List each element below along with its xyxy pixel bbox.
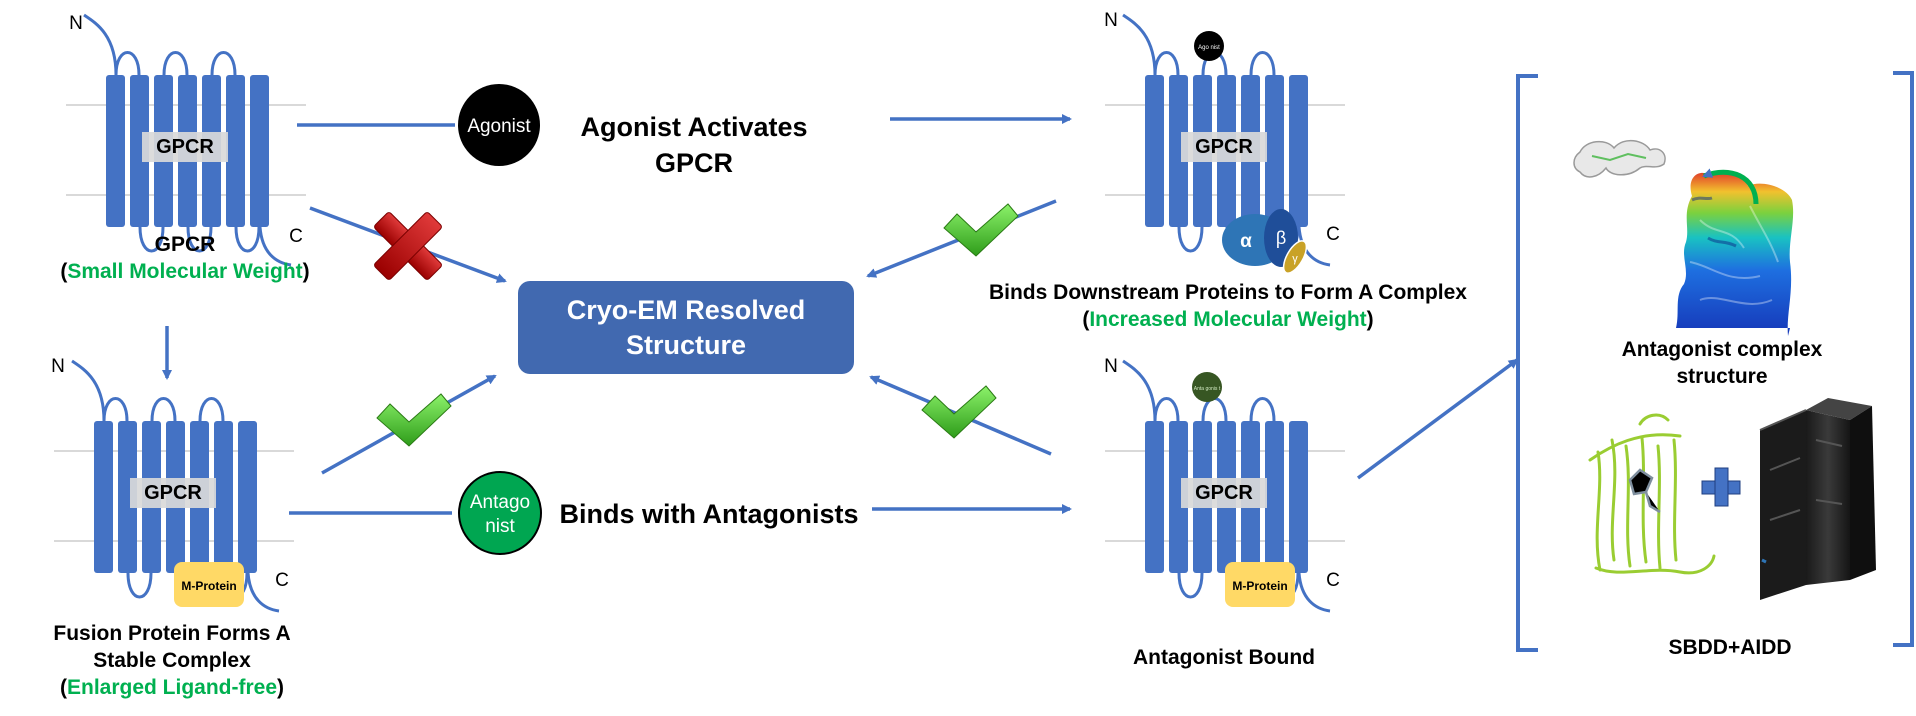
small-agonist-label: Ago nist xyxy=(1198,45,1220,51)
sbdd-aidd-caption: SBDD+AIDD xyxy=(1668,636,1791,659)
top-right-caption-line2: (Increased Molecular Weight) xyxy=(1082,308,1373,331)
antagonist-circle-label-line2: nist xyxy=(485,516,515,537)
right-bracket xyxy=(1893,71,1914,647)
agonist-step-label-line2: GPCR xyxy=(655,148,733,178)
small-antagonist-circle xyxy=(1192,372,1222,402)
cryo-em-box-line2: Structure xyxy=(626,330,746,360)
n-terminus-label: N xyxy=(69,13,83,34)
check-mark-icon xyxy=(943,203,1019,257)
curved-green-arrow xyxy=(1702,168,1759,205)
gpcr-label: GPCR xyxy=(156,136,214,158)
c-terminus-label: C xyxy=(289,226,303,247)
cryo-em-box-line1: Cryo-EM Resolved xyxy=(567,295,806,325)
structure-caption-line1: Antagonist complex xyxy=(1622,338,1823,361)
g-alpha-label: α xyxy=(1240,231,1252,252)
check-mark-icon xyxy=(376,393,452,447)
ligand-density-image xyxy=(1573,139,1666,178)
m-protein-label: M-Protein xyxy=(181,579,236,593)
antagonist-circle xyxy=(458,471,542,555)
bottom-right-caption: Antagonist Bound xyxy=(1133,646,1315,669)
supercomputer-image xyxy=(1759,398,1876,600)
top-right-caption: Binds Downstream Proteins to Form A Comp… xyxy=(989,281,1467,331)
m-protein-box xyxy=(1225,562,1295,607)
m-protein-box xyxy=(174,562,244,607)
g-beta-label: β xyxy=(1276,228,1286,248)
top-left-caption-subtitle: (Small Molecular Weight) xyxy=(60,260,309,283)
to-sbdd-arrow xyxy=(1356,358,1519,480)
structure-caption-line2: structure xyxy=(1676,365,1767,388)
bottom-left-caption-line2: Stable Complex xyxy=(93,649,251,672)
plus-icon xyxy=(1701,467,1741,507)
g-gamma-subunit xyxy=(1282,240,1308,274)
top-left-caption-title: GPCR xyxy=(155,233,216,256)
top-left-caption: GPCR (Small Molecular Weight) xyxy=(60,233,309,283)
top-right-caption-line1: Binds Downstream Proteins to Form A Comp… xyxy=(989,281,1467,304)
g-gamma-label: γ xyxy=(1292,253,1298,265)
small-antagonist-label: Anta gonis t xyxy=(1194,386,1221,392)
gpcr-bottom-left: GPCR N C M-Protein xyxy=(51,356,296,613)
antagonist-step-label: Binds with Antagonists xyxy=(560,499,859,529)
n-terminus-label: N xyxy=(1104,356,1118,377)
protein-ribbon-image xyxy=(1588,413,1716,575)
agonist-circle xyxy=(458,84,540,166)
gpcr-top-right: GPCR N C Ago nist α β γ xyxy=(1103,10,1347,274)
density-map-image xyxy=(1676,171,1794,336)
antagonist-circle-label-line1: Antago xyxy=(470,492,530,513)
c-terminus-label: C xyxy=(1326,570,1340,591)
n-terminus-label: N xyxy=(51,356,65,377)
m-protein-label: M-Protein xyxy=(1232,579,1287,593)
c-terminus-label: C xyxy=(275,570,289,591)
gpcr-label: GPCR xyxy=(1195,482,1253,504)
agonist-step-label-line1: Agonist Activates xyxy=(580,112,807,142)
left-bracket xyxy=(1516,74,1538,652)
gpcr-label: GPCR xyxy=(1195,136,1253,158)
gpcr-top-left: GPCR N C xyxy=(64,13,308,267)
cryo-em-structure-box xyxy=(518,281,854,374)
gpcr-label: GPCR xyxy=(144,482,202,504)
bottom-left-caption-line1: Fusion Protein Forms A xyxy=(53,622,290,645)
check-mark-icon xyxy=(921,385,997,439)
c-terminus-label: C xyxy=(1326,224,1340,245)
gpcr-bottom-right: GPCR N C Anta gonis t M-Protein xyxy=(1103,356,1347,613)
bottom-left-caption: Fusion Protein Forms A Stable Complex (E… xyxy=(53,622,290,699)
bound-ligand-sticks xyxy=(1628,468,1661,514)
agonist-circle-label: Agonist xyxy=(467,116,531,137)
bottom-left-caption-line3: (Enlarged Ligand-free) xyxy=(60,676,284,699)
n-terminus-label: N xyxy=(1104,10,1118,31)
small-agonist-circle xyxy=(1194,31,1224,61)
cross-mark-icon xyxy=(374,212,442,280)
